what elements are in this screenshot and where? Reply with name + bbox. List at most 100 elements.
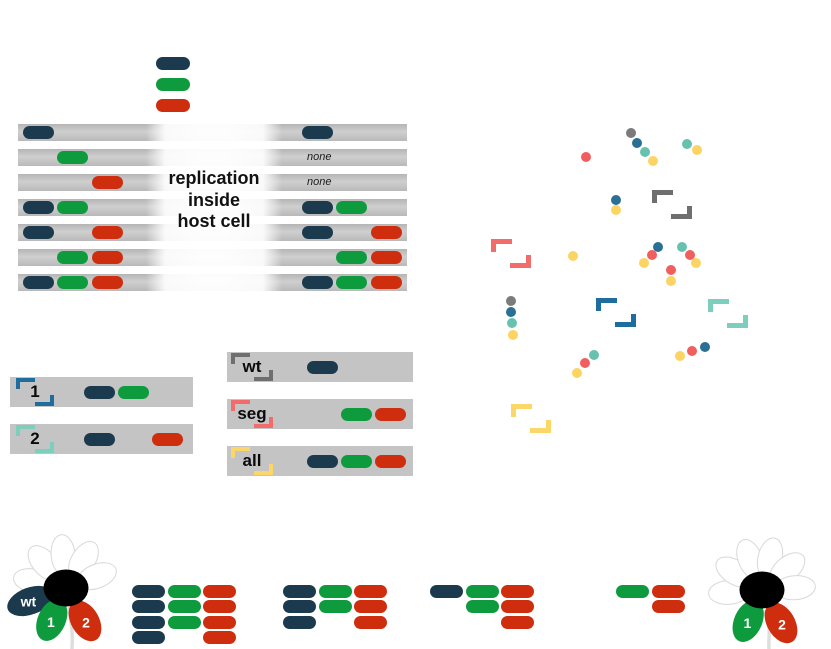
segment-pill-red (92, 226, 123, 239)
segment-pill-green (318, 600, 352, 614)
scatter-point (685, 250, 695, 260)
scatter-point (675, 351, 685, 361)
legend-bracket-2 (16, 425, 54, 453)
segment-pill-green (336, 201, 367, 214)
segment-pill-green (336, 276, 367, 289)
scatter-group-marker-seg (491, 239, 531, 268)
legend-label-seg: seg (237, 404, 267, 423)
segment-pill-red (152, 433, 183, 446)
segment-pill-red (203, 585, 236, 598)
scatter-point (666, 265, 676, 275)
segment-pill-red (203, 630, 236, 644)
scatter-group-marker-all (511, 404, 551, 433)
segment-pill-green (118, 386, 149, 399)
scatter-point (611, 195, 621, 205)
scatter-point (647, 250, 657, 260)
scatter-point (677, 242, 687, 252)
replication-label: replication inside host cell (146, 168, 282, 233)
host-plant-left: wt 1 2 (7, 534, 117, 649)
segment-pill-red (651, 585, 685, 598)
scatter-point (506, 307, 516, 317)
segment-pill-red (501, 615, 534, 629)
segment-pill-red (371, 226, 402, 239)
replication-label-box: replication inside host cell (146, 122, 282, 294)
legend-bracket-all (231, 447, 273, 475)
segment-pill-red (371, 276, 402, 289)
segment-pill-navy (302, 276, 333, 289)
petal-label-wt: wt (20, 594, 37, 610)
segment-pill-green (57, 201, 88, 214)
scatter-point (508, 330, 518, 340)
scatter-point (666, 276, 676, 286)
scatter-point (639, 258, 649, 268)
legend-bracket-wt (231, 353, 273, 381)
petal-label-1: 1 (47, 614, 55, 630)
segment-pill-navy (132, 585, 165, 598)
segment-pill-navy (132, 600, 165, 614)
segment-pill-red (203, 600, 236, 614)
scatter-point (687, 346, 697, 356)
scatter-point (507, 318, 517, 328)
segment-pill-navy (302, 201, 333, 214)
segment-pill-red (92, 276, 123, 289)
segment-pill-green (318, 585, 352, 598)
flower-petal-green (36, 599, 68, 641)
segment-pill-red (203, 615, 236, 629)
replication-label-line: inside (187, 189, 240, 210)
segment-pill-red (375, 455, 406, 468)
scatter-point (640, 147, 650, 157)
segment-pill-red (375, 408, 406, 421)
segment-pill-navy (132, 615, 165, 629)
segment-pill-green (57, 276, 88, 289)
petal-label-1: 1 (743, 615, 751, 631)
scatter-point (632, 138, 642, 148)
segment-pill-red (501, 600, 534, 614)
scatter-point (589, 350, 599, 360)
petal-label-2: 2 (778, 617, 786, 633)
segment-pill-green (341, 408, 372, 421)
segment-pill-green (57, 151, 88, 164)
segment-pill-green (465, 585, 499, 598)
scatter-group-marker-wt (652, 190, 692, 219)
legend-label-1: 1 (30, 382, 40, 401)
segment-pill-red (354, 585, 387, 598)
segment-pill-red (92, 251, 123, 264)
segment-pill-green (167, 615, 201, 629)
segment-pill-red (371, 251, 402, 264)
segment-pill-red (501, 585, 534, 598)
segment-pill-navy (307, 455, 338, 468)
petal-label-2: 2 (82, 615, 90, 631)
segment-pill-green (465, 600, 499, 614)
flower-petal-red (764, 602, 798, 644)
scatter-point (568, 251, 578, 261)
segment-pill-green (57, 251, 88, 264)
flower-center (43, 569, 89, 607)
scatter-point (580, 358, 590, 368)
flower-petal-red (68, 600, 102, 642)
segment-pill-green (341, 455, 372, 468)
replication-label-line: replication (168, 168, 260, 188)
scatter-point (626, 128, 636, 138)
segment-pill-green (167, 585, 201, 598)
segment-pill-navy (302, 126, 333, 139)
scatter-point (572, 368, 582, 378)
genome-segment-green (156, 78, 190, 91)
segment-pill-navy (307, 361, 338, 374)
legend-label-2: 2 (30, 429, 40, 448)
scatter-point (506, 296, 516, 306)
legend-label-all: all (242, 451, 262, 470)
scatter-point (648, 156, 658, 166)
segment-pill-navy (283, 585, 316, 598)
segment-pill-red (354, 600, 387, 614)
segment-pill-navy (302, 226, 333, 239)
legend-label-wt: wt (242, 357, 262, 376)
segment-pill-red (92, 176, 123, 189)
scatter-point (691, 258, 701, 268)
flower-petal-navy (7, 585, 54, 617)
scatter-point (653, 242, 663, 252)
none-label: none (307, 176, 332, 188)
segment-pill-red (651, 600, 685, 614)
legend-bracket-seg (231, 400, 273, 428)
